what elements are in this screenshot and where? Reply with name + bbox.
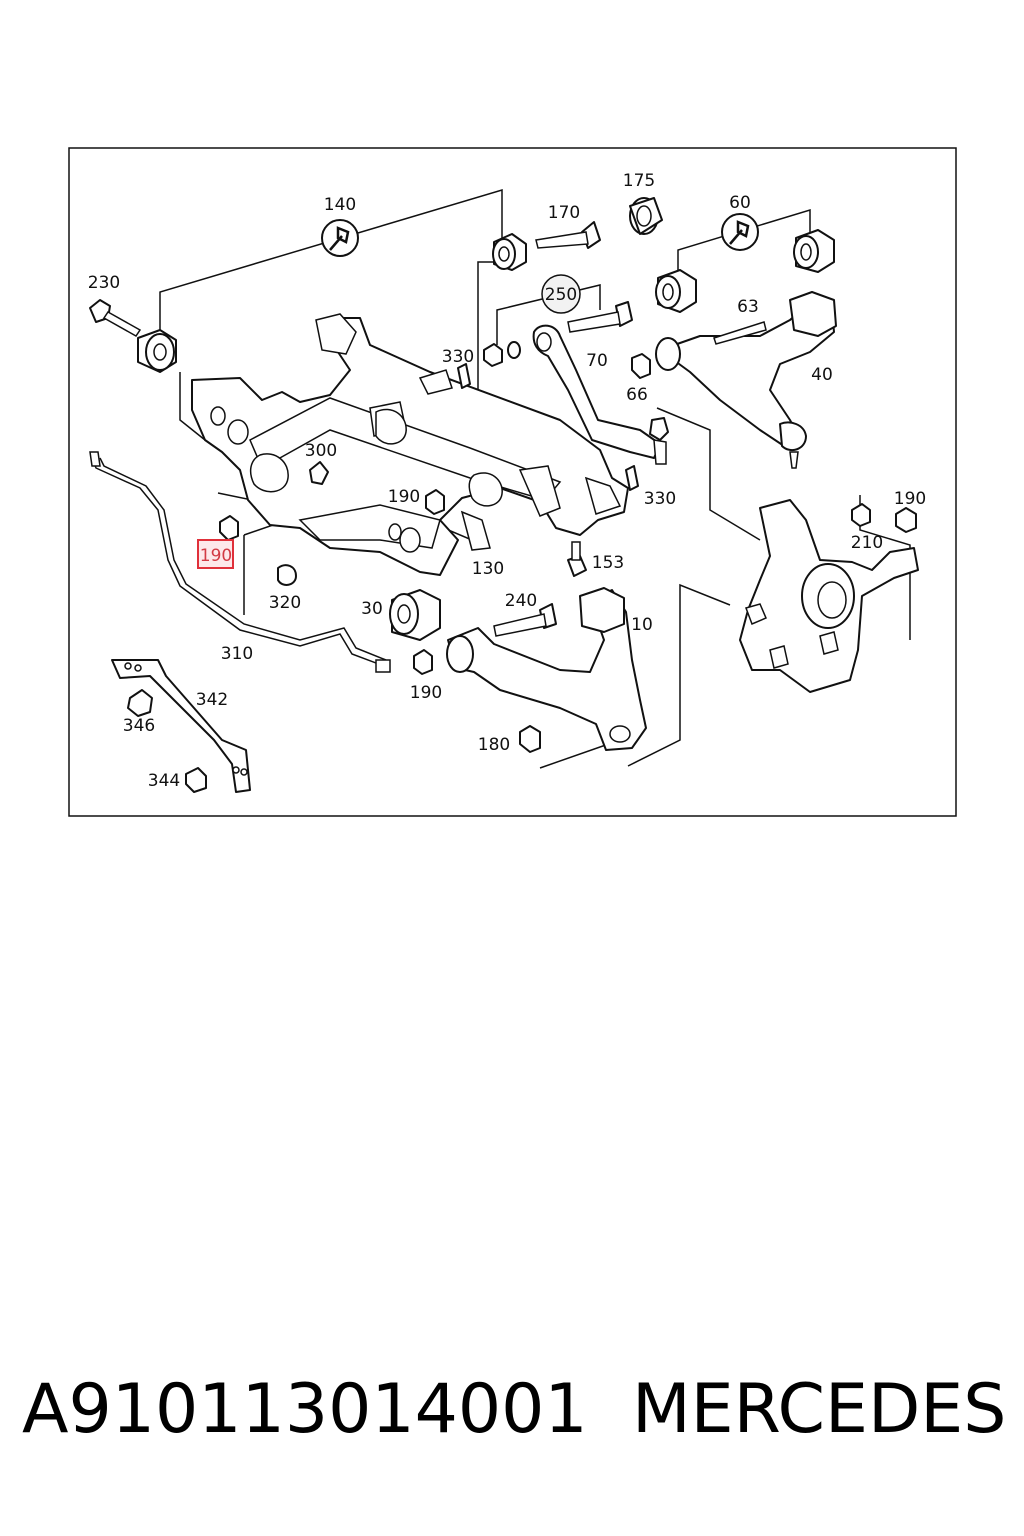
callout-320: 320 xyxy=(269,593,301,613)
parts-diagram: 140 170 175 60 230 250 63 330 70 66 40 3… xyxy=(68,147,957,817)
bushing-60-group xyxy=(655,229,835,313)
callout-66: 66 xyxy=(626,385,648,405)
lower-arm-10 xyxy=(446,587,647,751)
callout-175: 175 xyxy=(623,171,655,191)
part-number: A910113014001 xyxy=(22,1370,588,1449)
bolt-240 xyxy=(493,603,557,637)
bracket-342 xyxy=(111,659,251,793)
callout-170: 170 xyxy=(548,203,580,223)
bolt-230 xyxy=(89,299,142,337)
callout-230: 230 xyxy=(88,273,120,293)
callout-70: 70 xyxy=(586,351,608,371)
wrench-icon xyxy=(721,213,759,251)
stabilizer-link-310 xyxy=(89,451,391,673)
bolt-250 xyxy=(567,301,633,333)
callout-190-center: 190 xyxy=(388,487,420,507)
callout-344: 344 xyxy=(148,771,180,791)
upper-arm-40 xyxy=(655,291,837,469)
callout-63: 63 xyxy=(737,297,759,317)
callout-190-right: 190 xyxy=(894,489,926,509)
nut-group xyxy=(127,341,917,793)
bushing-140-group xyxy=(137,233,527,373)
wrench-icon xyxy=(321,219,359,257)
callout-240: 240 xyxy=(505,591,537,611)
control-arm-70 xyxy=(532,324,669,465)
callout-40: 40 xyxy=(811,365,833,385)
callout-30: 30 xyxy=(361,599,383,619)
bolt-170 xyxy=(535,221,601,249)
callout-labels: 140 170 175 60 230 250 63 330 70 66 40 3… xyxy=(88,171,926,791)
callout-190-highlighted: 190 xyxy=(200,546,232,566)
callout-250-circle xyxy=(541,274,581,314)
brand-name: MERCEDES xyxy=(632,1370,1007,1449)
callout-300: 300 xyxy=(305,441,337,461)
subframe xyxy=(191,313,629,576)
callout-180: 180 xyxy=(478,735,510,755)
callout-210: 210 xyxy=(851,533,883,553)
bushing-30 xyxy=(389,589,441,641)
callout-250: 250 xyxy=(545,285,577,305)
callout-153: 153 xyxy=(592,553,624,573)
callout-190-lower: 190 xyxy=(410,683,442,703)
callout-10: 10 xyxy=(631,615,653,635)
cap-175 xyxy=(629,197,663,235)
callout-140: 140 xyxy=(324,195,356,215)
knuckle-210 xyxy=(739,499,919,693)
callout-346: 346 xyxy=(123,716,155,736)
callout-310: 310 xyxy=(221,644,253,664)
callout-130: 130 xyxy=(472,559,504,579)
callout-330-top: 330 xyxy=(442,347,474,367)
highlight-box xyxy=(197,539,234,569)
callout-342: 342 xyxy=(196,690,228,710)
footer-caption: A910113014001 MERCEDES xyxy=(0,1370,1024,1480)
callout-330-right: 330 xyxy=(644,489,676,509)
callout-60: 60 xyxy=(729,193,751,213)
